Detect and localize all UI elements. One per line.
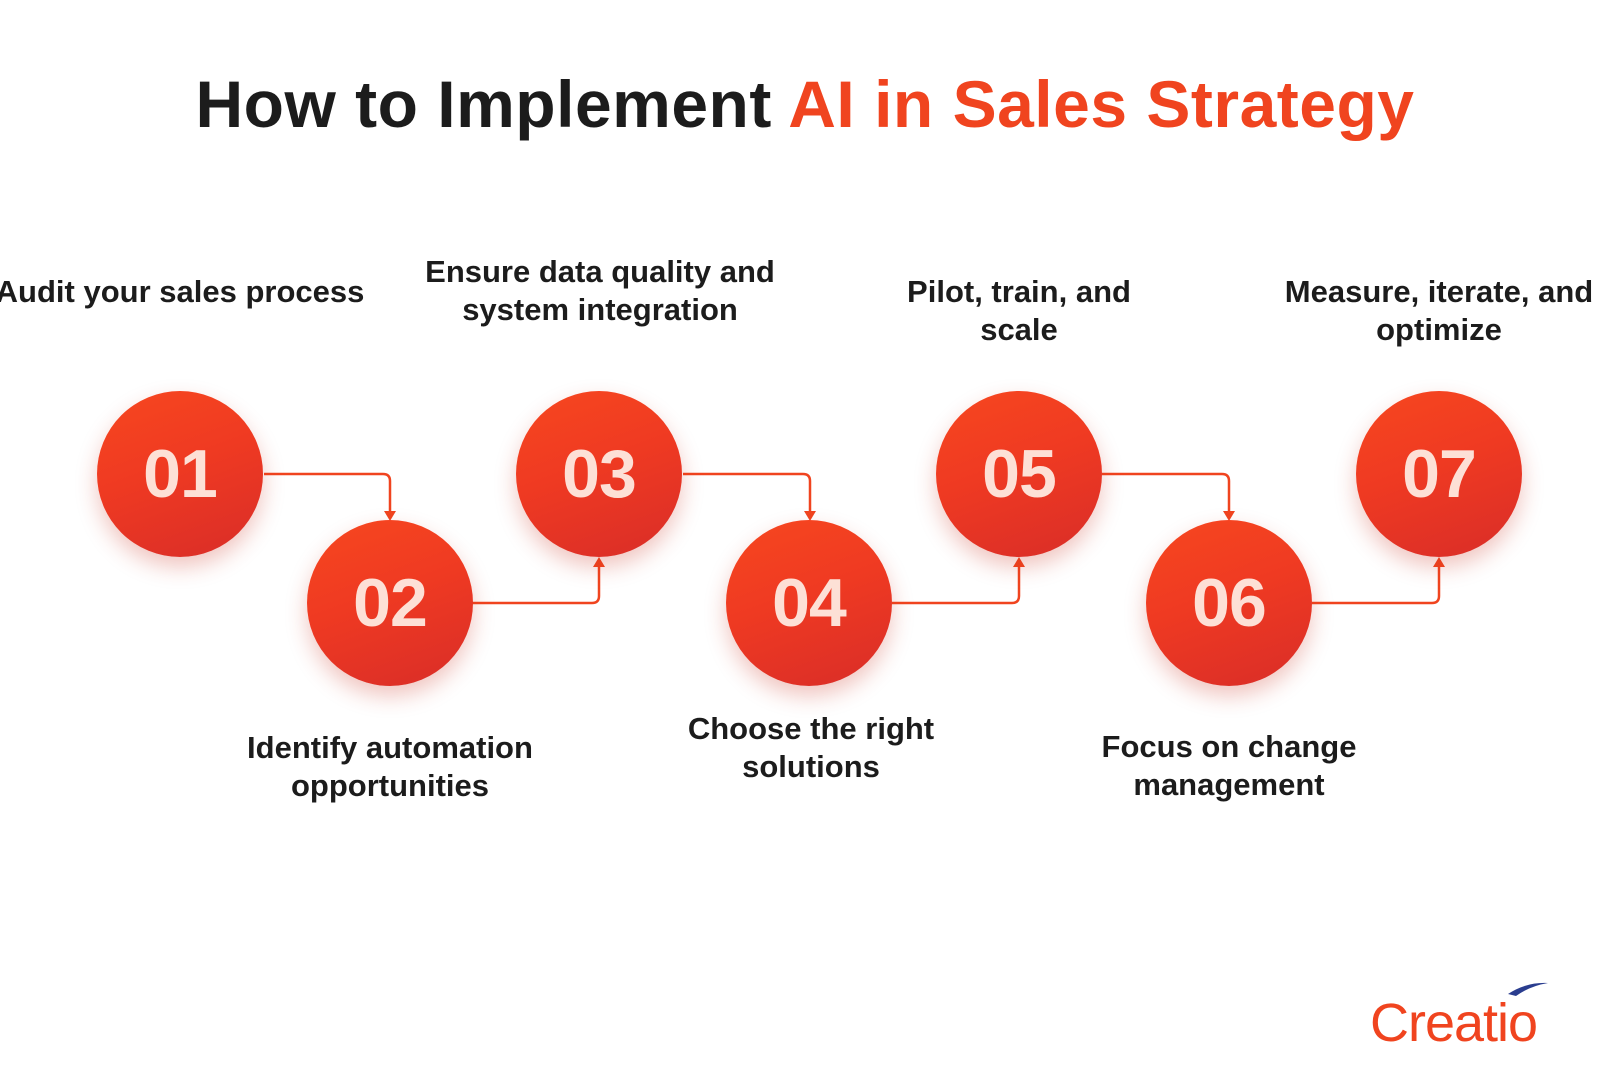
- arrowhead-down-icon: [804, 511, 816, 521]
- step-number-07: 07: [1402, 436, 1477, 512]
- step-label-02: Identify automation opportunities: [247, 730, 533, 803]
- step-circle-04: 04: [726, 520, 892, 686]
- step-label-07: Measure, iterate, and optimize: [1284, 274, 1594, 347]
- page-title: How to Implement AI in Sales Strategy: [0, 66, 1610, 142]
- step-number-02: 02: [353, 565, 428, 641]
- step-circle-07: 07: [1356, 391, 1522, 557]
- logo-text: Creatio: [1370, 993, 1538, 1053]
- arrowhead-down-icon: [1223, 511, 1235, 521]
- step-label-03: Ensure data quality and system integrati…: [425, 254, 775, 327]
- logo-swoosh-icon: [1508, 982, 1548, 996]
- arrowhead-up-icon: [1013, 557, 1025, 567]
- step-label-01: Audit your sales process: [0, 274, 365, 309]
- connector-06-07: [1312, 566, 1441, 605]
- step-number-03: 03: [562, 436, 637, 512]
- connector-01-02: [264, 472, 392, 512]
- step-circle-01: 01: [97, 391, 263, 557]
- step-label-04: Choose the right solutions: [687, 711, 935, 784]
- connector-03-04: [683, 472, 812, 512]
- title-part-accent: AI in Sales Strategy: [788, 67, 1415, 141]
- step-label-05: Pilot, train, and scale: [907, 274, 1131, 347]
- connector-05-06: [1102, 472, 1231, 512]
- step-number-01: 01: [143, 436, 218, 512]
- step-number-06: 06: [1192, 565, 1267, 641]
- step-circle-06: 06: [1146, 520, 1312, 686]
- connector-04-05: [892, 566, 1021, 605]
- step-circle-05: 05: [936, 391, 1102, 557]
- connector-02-03: [472, 566, 601, 605]
- step-number-04: 04: [772, 565, 847, 641]
- title-part-dark: How to Implement: [195, 67, 789, 141]
- step-circle-02: 02: [307, 520, 473, 686]
- arrowhead-down-icon: [384, 511, 396, 521]
- step-circle-03: 03: [516, 391, 682, 557]
- step-number-05: 05: [982, 436, 1057, 512]
- arrowhead-up-icon: [1433, 557, 1445, 567]
- arrowhead-up-icon: [593, 557, 605, 567]
- step-label-06: Focus on change management: [1101, 729, 1357, 802]
- creatio-logo: Creatio: [1370, 980, 1580, 1060]
